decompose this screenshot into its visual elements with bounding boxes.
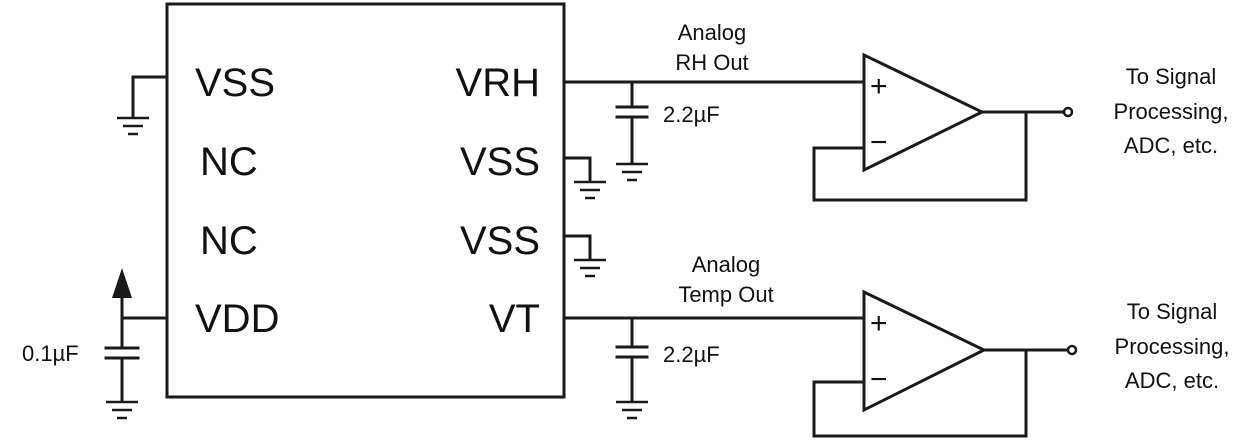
ground-symbol-vss-left (115, 116, 151, 136)
pin-label-vdd: VDD (195, 297, 279, 341)
opamp-rh (862, 52, 986, 173)
destination-bottom-line1: To Signal (1127, 299, 1218, 324)
opamp-temp-minus: − (870, 363, 888, 396)
destination-bottom-line2: Processing, (1115, 334, 1230, 359)
pin-label-vt: VT (489, 297, 540, 341)
vdd-wire (120, 296, 169, 320)
pin-label-vss-right-2: VSS (460, 219, 540, 263)
ground-symbol-rh-cap (614, 162, 650, 182)
vdd-capacitor-value: 0.1µF (22, 341, 79, 366)
pin-label-vrh: VRH (456, 61, 540, 105)
pin-label-vss-left: VSS (195, 61, 275, 105)
opamp-temp-plus: + (870, 307, 888, 340)
output-terminal-rh (1062, 106, 1074, 118)
opamp-temp (862, 289, 988, 413)
temp-out-label-line1: Analog (692, 252, 761, 277)
opamp-rh-plus: + (870, 70, 888, 103)
opamp-rh-feedback-wire (812, 110, 1028, 202)
opamp-rh-minus: − (870, 126, 888, 159)
pin-label-vss-right-1: VSS (460, 140, 540, 184)
rh-out-label-line2: RH Out (675, 50, 748, 75)
ground-symbol-vss-right-2 (572, 258, 608, 278)
vss-right-1-wire (562, 156, 592, 182)
temp-out-label-line2: Temp Out (678, 282, 773, 307)
destination-top-line1: To Signal (1126, 64, 1217, 89)
ground-symbol-vss-right-1 (572, 180, 608, 200)
ic-package (165, 2, 566, 399)
pin-label-nc-2: NC (200, 219, 258, 263)
rh-capacitor-value: 2.2µF (663, 102, 720, 127)
ground-symbol-vdd-cap (104, 400, 140, 420)
destination-top-line2: Processing, (1114, 99, 1229, 124)
destination-bottom-line3: ADC, etc. (1125, 368, 1219, 393)
opamp-temp-feedback-wire (812, 348, 1028, 438)
destination-top-line3: ADC, etc. (1124, 133, 1218, 158)
output-terminal-temp (1066, 344, 1078, 356)
vdd-supply-arrow (112, 268, 132, 298)
ground-symbol-temp-cap (614, 400, 650, 420)
vss-left-wire (131, 75, 169, 118)
vss-right-2-wire (562, 234, 592, 260)
pin-label-nc-1: NC (200, 140, 258, 184)
rh-out-label-line1: Analog (678, 20, 747, 45)
temp-capacitor-value: 2.2µF (663, 342, 720, 367)
